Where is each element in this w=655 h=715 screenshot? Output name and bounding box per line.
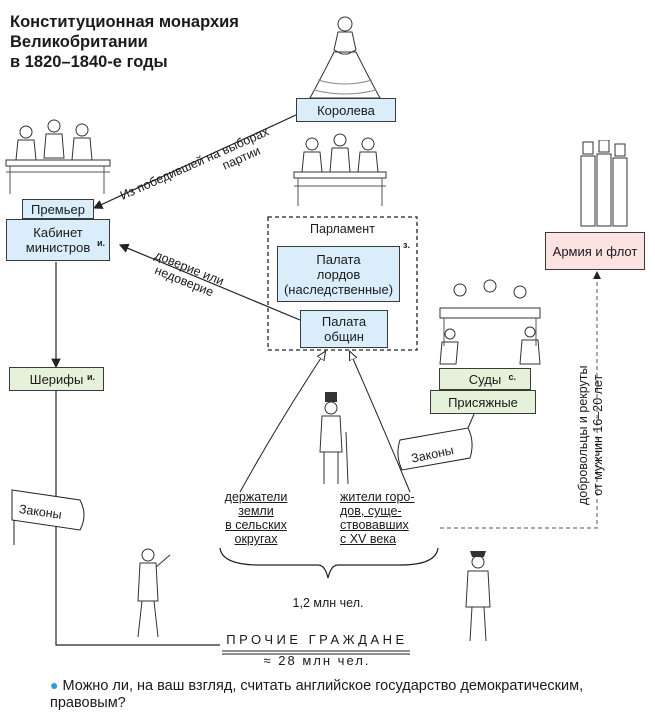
landowners-label: держатели земли в сельских округах xyxy=(222,490,290,546)
jurors-label: Присяжные xyxy=(448,394,518,410)
townspeople-line-4: с XV века xyxy=(340,532,397,546)
voter-illustration xyxy=(319,392,349,485)
queen-box: Королева xyxy=(296,98,396,122)
parliament-frame xyxy=(267,216,418,351)
question-text: Можно ли, на ваш взгляд, считать английс… xyxy=(50,678,584,711)
townspeople-line-1: жители горо- xyxy=(340,490,415,504)
commons-label-line-2: общин xyxy=(324,329,364,344)
landowners-line-1: держатели xyxy=(224,490,288,504)
citizen-illustration-right xyxy=(465,551,491,642)
bullet-icon: ● xyxy=(50,677,59,693)
title-line-2: Великобритании xyxy=(10,33,148,51)
house-of-commons-box: Палата общин xyxy=(300,310,388,348)
title-line-3: в 1820–1840-е годы xyxy=(10,53,168,71)
arrow-commons-cabinet xyxy=(118,243,301,321)
army-recruitment-label-line-2: от мужчин 16–20 лет xyxy=(591,374,605,496)
courts-box: Суды с. xyxy=(439,368,531,390)
arrow-landowners-commons xyxy=(239,352,325,493)
commons-label-line-1: Палата xyxy=(321,314,367,329)
townspeople-line-2: дов, суще- xyxy=(340,504,402,518)
sheriffs-label: Шерифы xyxy=(29,371,84,387)
diagram-title: Конституционная монархия Великобритании … xyxy=(10,12,239,72)
queen-illustration xyxy=(309,16,381,99)
house-of-lords-box: Палата лордов (наследственные) xyxy=(277,246,400,302)
army-illustration xyxy=(580,140,628,227)
other-citizens-count: ≈ 28 млн чел. xyxy=(263,653,371,668)
cabinet-label-line-1: Кабинет xyxy=(33,225,83,240)
arrow-recruitment-army xyxy=(440,271,601,529)
cabinet-illustration xyxy=(5,119,111,194)
army-recruitment-label-line-1: добровольцы и рекруты xyxy=(576,365,590,505)
lords-label-line-2: лордов xyxy=(316,266,361,282)
townspeople-line-3: ствовавших xyxy=(340,518,409,532)
other-citizens-label: ПРОЧИЕ ГРАЖДАНЕ xyxy=(226,632,408,647)
voters-total-label: 1,2 млн чел. xyxy=(292,596,364,610)
army-box: Армия и флот xyxy=(545,232,645,270)
sheriffs-appointed-mark: и. xyxy=(86,372,95,382)
courts-illustration xyxy=(439,279,541,365)
landowners-line-2: земли xyxy=(238,504,274,518)
laws-flag-right-shape xyxy=(397,427,473,471)
parliament-elected-mark: з. xyxy=(403,240,410,250)
landowners-line-4: округах xyxy=(234,532,278,546)
line-sheriffs-citizens xyxy=(55,391,220,646)
queen-label: Королева xyxy=(317,102,375,118)
discussion-question: ●Можно ли, на ваш взгляд, считать англий… xyxy=(50,677,650,712)
jurors-box: Присяжные xyxy=(430,390,536,414)
lords-label-line-1: Палата xyxy=(316,251,361,267)
courts-label: Суды xyxy=(468,371,502,387)
army-recruitment-edge-label: добровольцы и рекруты от мужчин 16–20 ле… xyxy=(576,365,606,505)
courts-independent-mark: с. xyxy=(508,372,516,382)
voters-brace xyxy=(219,547,439,579)
army-label: Армия и флот xyxy=(552,243,638,259)
lords-label-line-3: (наследственные) xyxy=(283,281,394,297)
parliament-illustration xyxy=(293,133,387,206)
premier-label: Премьер xyxy=(31,201,85,217)
sheriffs-box: Шерифы и. xyxy=(9,367,104,391)
landowners-line-3: в сельских xyxy=(225,518,287,532)
premier-box: Премьер xyxy=(22,199,94,219)
parliament-label: Парламент xyxy=(310,222,375,236)
cabinet-label-line-2: министров xyxy=(25,240,91,255)
arrow-queen-premier xyxy=(92,114,297,209)
townspeople-label: жители горо- дов, суще- ствовавших с XV … xyxy=(340,490,440,546)
citizen-illustration-left xyxy=(137,548,171,638)
laws-flag-left-shape xyxy=(11,489,85,531)
cabinet-box: Кабинет министров и. xyxy=(6,219,110,261)
title-line-1: Конституционная монархия xyxy=(10,13,239,31)
cabinet-appointed-mark: и. xyxy=(96,238,105,248)
arrow-townspeople-commons xyxy=(350,352,411,493)
